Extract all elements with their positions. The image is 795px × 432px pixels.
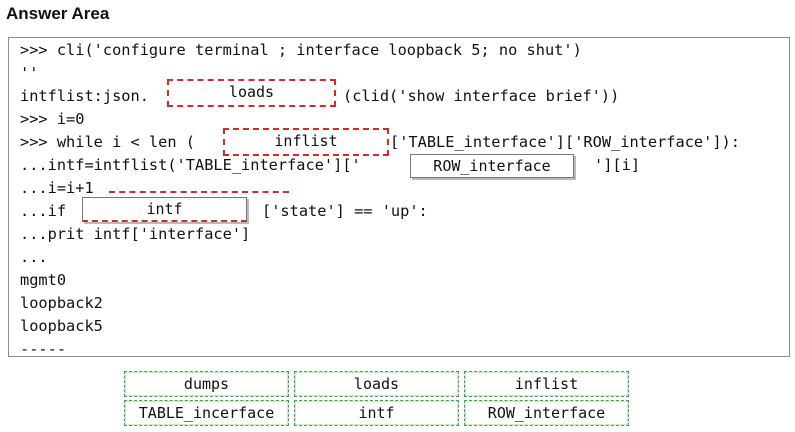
choice-row-interface[interactable]: ROW_interface (464, 400, 629, 426)
code-line-3-prefix: intflist:json. (20, 87, 149, 105)
code-panel: >>> cli('configure terminal ; interface … (8, 37, 790, 358)
code-line-10: ... (20, 248, 48, 266)
output-line-loopback2: loopback2 (20, 294, 103, 312)
output-line-mgmt0: mgmt0 (20, 271, 67, 289)
answer-area-title: Answer Area (6, 4, 110, 23)
code-line-8-suffix: ['state'] == 'up': (262, 202, 428, 220)
code-line-2: '' (20, 64, 39, 82)
code-line-7: ...i=i+1 (20, 179, 94, 197)
code-line-8-prefix: ...if (20, 202, 67, 220)
choice-inflist[interactable]: inflist (464, 371, 629, 397)
empty-slot-underline (109, 191, 289, 193)
code-line-6-suffix: '][i] (594, 156, 641, 174)
choice-dumps[interactable]: dumps (124, 371, 289, 397)
code-line-1: >>> cli('configure terminal ; interface … (20, 41, 582, 59)
code-line-4: >>> i=0 (20, 110, 85, 128)
code-line-5-prefix: >>> while i < len ( (20, 133, 195, 151)
answer-slot-3[interactable]: ROW_interface (410, 154, 574, 178)
output-line-separator: ----- (20, 340, 67, 358)
choice-intf[interactable]: intf (294, 400, 459, 426)
choice-loads[interactable]: loads (294, 371, 459, 397)
answer-slot-2[interactable]: inflist (223, 128, 389, 156)
code-line-3-suffix: (clid('show interface brief')) (343, 87, 620, 105)
answer-slot-4[interactable]: intf (82, 197, 247, 222)
choice-table-incerface[interactable]: TABLE_incerface (124, 400, 289, 426)
answer-slot-1[interactable]: loads (167, 79, 336, 107)
output-line-loopback5: loopback5 (20, 317, 103, 335)
code-line-5-suffix: ['TABLE_interface']['ROW_interface']): (390, 133, 740, 151)
code-line-6-prefix: ...intf=intflist('TABLE_interface'][' (20, 156, 361, 174)
code-line-9: ...prit intf['interface'] (20, 225, 251, 243)
